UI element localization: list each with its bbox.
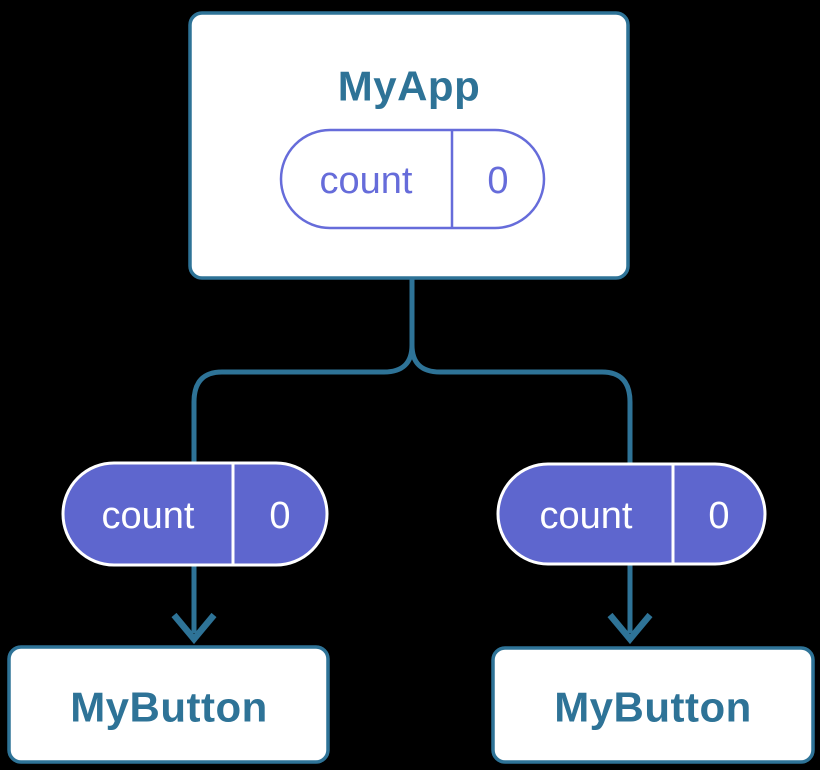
prop-pill-shape [61,461,329,567]
left-arrowhead-icon [171,612,217,645]
myapp-node: MyApp count 0 [188,11,630,280]
prop-pill-shape [496,462,767,566]
right-mybutton-node: MyButton [491,646,815,764]
mybutton-node-box [491,646,815,764]
prop-value-text: 0 [269,495,290,537]
state-pill-shape [279,128,546,230]
branch-connector-line [191,278,633,633]
mybutton-node-box [7,645,330,764]
mybutton-node-label: MyButton [70,684,268,731]
left-mybutton-node: MyButton [7,645,330,764]
state-value-text: 0 [487,160,508,202]
prop-value-text: 0 [708,495,729,537]
mybutton-node-label: MyButton [554,684,752,731]
right-prop-pill: count 0 [496,462,767,566]
prop-name-text: count [102,495,195,537]
state-name-text: count [320,160,413,202]
prop-name-text: count [540,495,633,537]
left-prop-pill: count 0 [61,461,329,567]
myapp-node-label: MyApp [338,63,481,110]
myapp-state-pill: count 0 [279,128,546,230]
right-arrowhead-icon [607,612,653,645]
